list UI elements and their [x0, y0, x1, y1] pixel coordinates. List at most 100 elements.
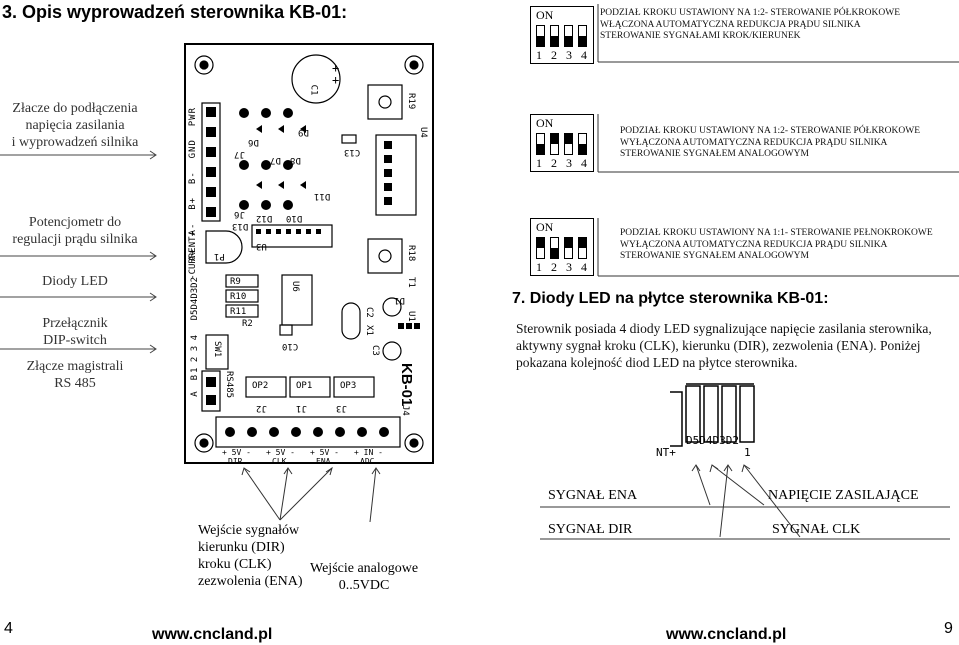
dip-config-1: ON 1 2 3 4 [530, 6, 594, 64]
dip-switch-4 [578, 237, 587, 259]
dip-separators [597, 4, 959, 277]
desc-line: zezwolenia (ENA) [198, 574, 303, 589]
dip-switch-1 [536, 133, 545, 155]
dip-switch-4 [578, 133, 587, 155]
pcb-d7: D7 [270, 155, 281, 165]
pcb-label: B- [188, 171, 198, 185]
pcb-r2: R2 [242, 319, 253, 329]
desc-line: STEROWANIE SYGNAŁAMI KROK/KIERUNEK [600, 31, 801, 41]
pcb-j4: J4 [400, 405, 410, 416]
pcb-x1: X1 [364, 325, 374, 336]
pcb-op3: OP3 [340, 381, 357, 391]
label-line: napięcia zasilania [25, 118, 125, 133]
dip-knob [551, 36, 558, 46]
digital-inputs-desc: Wejście sygnałów kierunku (DIR) kroku (C… [198, 522, 303, 590]
pcb-plus-1: + [332, 61, 340, 75]
footer-url-left[interactable]: www.cncland.pl [152, 626, 273, 643]
pcb-u1: U1 [406, 311, 416, 322]
dip-knob [551, 134, 558, 144]
pcb-current-label: -CURRENT+ [188, 231, 198, 280]
pcb-r18: R18 [406, 245, 416, 262]
pcb-pin-dir: + 5V - DIR [222, 448, 251, 466]
led-arrows [540, 464, 950, 540]
label-dip-switch: Przełącznik DIP-switch [0, 315, 150, 349]
dip-switch-3 [564, 25, 573, 47]
signal-dir-label: SYGNAŁ DIR [548, 522, 633, 537]
pcb-j7: J7 [234, 149, 245, 159]
dip-config-2: ON 1 2 3 4 [530, 114, 594, 172]
label-rs485: Złącze magistrali RS 485 [0, 358, 150, 392]
label-potentiometer: Potencjometr do regulacji prądu silnika [0, 214, 150, 248]
dip-knob [537, 144, 544, 154]
label-line: DIP-switch [43, 333, 107, 348]
desc-line: 0..5VDC [338, 578, 390, 593]
dip-on-label: ON [536, 8, 554, 22]
dip-switch-4 [578, 25, 587, 47]
signal-power-label: NAPIĘCIE ZASILAJĄCE [768, 488, 919, 503]
label-line: Złacze do podłączenia [12, 101, 138, 116]
pcb-drawing [194, 54, 424, 453]
pcb-d10: D10 [286, 213, 303, 223]
label-line: Potencjometr do [28, 215, 122, 230]
signal-ena-label: SYGNAŁ ENA [548, 488, 638, 503]
pcb-plus-2: + [332, 73, 340, 87]
pcb-c13: C13 [344, 147, 361, 157]
pcb-pin-clk: + 5V - CLK [266, 448, 295, 466]
pcb-u6: U6 [290, 281, 300, 292]
led-zoom-drawing [670, 383, 755, 447]
pcb-u4: U4 [418, 127, 428, 138]
pcb-label: ADC [360, 457, 375, 466]
dip-config-3: ON 1 2 3 4 [530, 218, 594, 276]
dip-knob [579, 36, 586, 46]
pcb-label: CLK [272, 457, 287, 466]
desc-line: PODZIAŁ KROKU USTAWIONY NA 1:2- STEROWAN… [620, 126, 920, 136]
dip-switch-1 [536, 25, 545, 47]
pcb-j1: J1 [296, 403, 307, 413]
dip-switch-3 [564, 133, 573, 155]
pcb-ab: A B [190, 375, 200, 397]
dip-numbers: 1 2 3 4 [536, 48, 590, 62]
pcb-d1: D1 [394, 295, 405, 305]
dip-on-label: ON [536, 116, 554, 130]
pcb-op2: OP2 [252, 381, 269, 391]
desc-line: WYŁĄCZONA AUTOMATYCZNA REDUKCJA PRĄDU SI… [620, 239, 888, 250]
label-line: Przełącznik [42, 316, 108, 331]
pcb-label: A [190, 391, 200, 397]
dip-switch-2 [550, 133, 559, 155]
pcb-d6: D6 [248, 137, 259, 147]
pcb-sw1: SW1 [212, 341, 222, 358]
pcb-rs485: RS485 [224, 371, 234, 399]
desc-line: Wejście sygnałów [198, 523, 300, 538]
pcb-label: ENA [316, 457, 331, 466]
desc-line: PODZIAŁ KROKU USTAWIONY NA 1:2- STEROWAN… [600, 8, 900, 18]
dip-knob [551, 248, 558, 258]
led-zoom-dlabels: D5D4D3D2 [686, 434, 739, 447]
pcb-label: PWR [188, 107, 198, 127]
pcb-d5432: D5D4D3D2 [190, 277, 200, 321]
led-section-paragraph: Sterownik posiada 4 diody LED sygnalizuj… [516, 321, 932, 370]
dip-switch-1 [536, 237, 545, 259]
pcb-d8: D8 [290, 155, 301, 165]
pcb-label: B [190, 375, 200, 381]
pcb-r19: R19 [406, 93, 416, 110]
footer-url-right[interactable]: www.cncland.pl [666, 626, 787, 643]
desc-line: WYŁĄCZONA AUTOMATYCZNA REDUKCJA PRĄDU SI… [620, 137, 888, 148]
led-section-heading: 7. Diody LED na płytce sterownika KB-01: [512, 290, 829, 307]
pcb-r11: R11 [230, 307, 247, 317]
pcb-c1: C1 [308, 84, 319, 96]
label-line: Diody LED [42, 274, 108, 289]
pcb-label: GND [188, 139, 198, 159]
led-zoom-one: 1 [744, 446, 751, 459]
left-arrows [0, 150, 157, 354]
dip-switch-3 [564, 237, 573, 259]
pcb-board: A+ A- B+ B- GND PWR -CURRENT+ C1 + + C13… [184, 43, 434, 466]
pcb-kb01: KB-01 [398, 363, 415, 407]
dip-on-label: ON [536, 220, 554, 234]
pcb-j6: J6 [234, 209, 245, 219]
page-number-left: 4 [4, 620, 13, 637]
pcb-c10: C10 [282, 341, 299, 351]
desc-line: PODZIAŁ KROKU USTAWIONY NA 1:1- STEROWAN… [620, 228, 933, 238]
pcb-d12: D12 [256, 213, 273, 223]
analog-input-desc: Wejście analogowe 0..5VDC [310, 560, 418, 594]
dip-knob [537, 36, 544, 46]
